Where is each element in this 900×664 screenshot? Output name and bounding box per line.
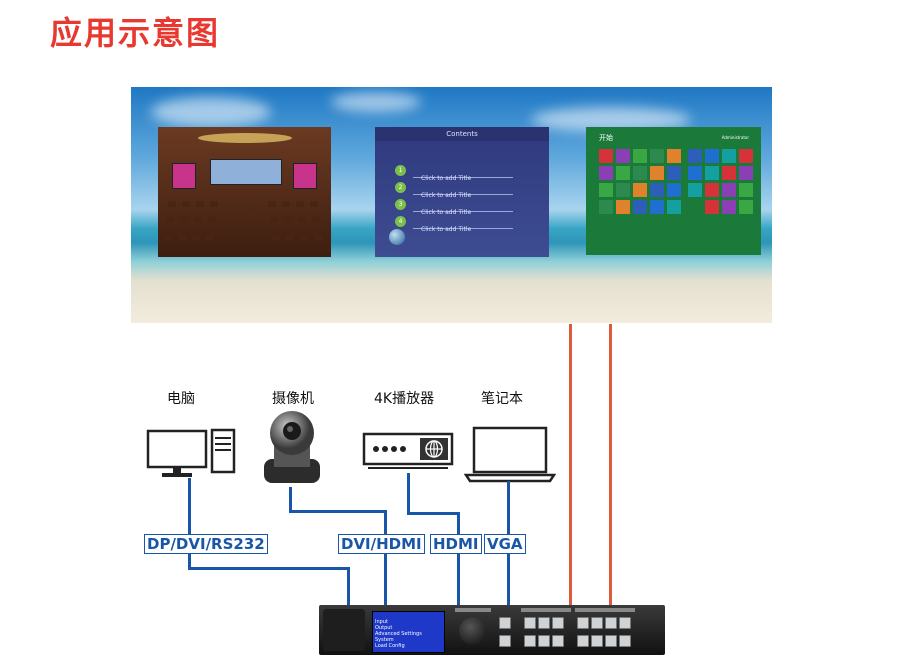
start-tile <box>739 183 753 197</box>
device-button[interactable] <box>591 635 603 647</box>
globe-icon <box>389 229 405 245</box>
start-tile <box>633 200 647 214</box>
interface-tag-dvi-hdmi: DVI/HDMI <box>338 534 425 554</box>
start-tile <box>599 149 613 163</box>
start-tile <box>705 166 719 180</box>
device-button[interactable] <box>538 617 550 629</box>
start-tile <box>650 200 664 214</box>
desktop-computer-icon <box>146 428 236 477</box>
pc-cable <box>188 478 191 570</box>
source-label-pc: 电脑 <box>167 391 195 407</box>
output-line-1 <box>569 324 572 606</box>
device-button[interactable] <box>524 617 536 629</box>
start-screen-title: 开始 <box>599 134 613 142</box>
laptop-icon <box>464 426 556 483</box>
device-button[interactable] <box>499 617 511 629</box>
start-tile <box>667 200 681 214</box>
device-button[interactable] <box>552 635 564 647</box>
start-tile <box>688 166 702 180</box>
camera-cable <box>289 487 292 513</box>
start-tile <box>722 200 736 214</box>
start-tile <box>722 183 736 197</box>
device-button[interactable] <box>619 635 631 647</box>
source-label-laptop: 笔记本 <box>481 391 523 407</box>
device-button[interactable] <box>577 617 589 629</box>
device-knob[interactable] <box>459 617 487 645</box>
device-button[interactable] <box>499 635 511 647</box>
device-button[interactable] <box>605 635 617 647</box>
interface-tag-vga: VGA <box>484 534 526 554</box>
start-tile <box>616 149 630 163</box>
device-button[interactable] <box>605 617 617 629</box>
start-tile <box>616 200 630 214</box>
slide-header: Contents <box>375 127 549 141</box>
conference-hall-image <box>158 127 331 257</box>
device-button[interactable] <box>524 635 536 647</box>
video-processor-device: Input Output Advanced Settings System Lo… <box>319 605 665 655</box>
slide-item: Click to add Title <box>421 226 472 233</box>
start-tile <box>667 183 681 197</box>
device-button[interactable] <box>591 617 603 629</box>
start-tile <box>633 183 647 197</box>
start-tile <box>688 183 702 197</box>
start-tile <box>616 166 630 180</box>
interface-tag-hdmi: HDMI <box>430 534 482 554</box>
start-tile <box>599 183 613 197</box>
device-button[interactable] <box>538 635 550 647</box>
start-tile <box>739 166 753 180</box>
start-tile <box>688 149 702 163</box>
start-tile <box>650 149 664 163</box>
start-screen-user: Administrator <box>721 135 749 140</box>
start-tile <box>722 166 736 180</box>
start-tile <box>667 166 681 180</box>
output-line-2 <box>609 324 612 606</box>
interface-tag-dp-dvi-rs232: DP/DVI/RS232 <box>144 534 268 554</box>
start-tile <box>705 149 719 163</box>
device-button[interactable] <box>577 635 589 647</box>
device-lcd-menu: Input Output Advanced Settings System Lo… <box>372 611 445 653</box>
start-tile <box>739 200 753 214</box>
start-tile <box>705 183 719 197</box>
start-screen: 开始 Administrator <box>586 127 761 255</box>
slide-item: Click to add Title <box>421 209 472 216</box>
4k-player-icon <box>362 432 454 469</box>
player-cable <box>407 473 410 515</box>
speaker-grille <box>323 609 365 651</box>
source-label-camera: 摄像机 <box>272 391 314 407</box>
slide-item: Click to add Title <box>421 192 472 199</box>
page-title: 应用示意图 <box>50 14 221 52</box>
start-tile <box>722 149 736 163</box>
start-tile <box>705 200 719 214</box>
start-tile <box>633 166 647 180</box>
device-button[interactable] <box>619 617 631 629</box>
start-tile <box>667 149 681 163</box>
slide-item: Click to add Title <box>421 175 472 182</box>
start-tile <box>739 149 753 163</box>
start-tile <box>633 149 647 163</box>
start-tile <box>650 183 664 197</box>
start-tile <box>599 166 613 180</box>
device-button[interactable] <box>552 617 564 629</box>
source-label-4k-player: 4K播放器 <box>374 391 435 407</box>
start-tile <box>650 166 664 180</box>
start-tile <box>599 200 613 214</box>
ptz-camera-icon <box>264 411 320 483</box>
start-tile <box>616 183 630 197</box>
